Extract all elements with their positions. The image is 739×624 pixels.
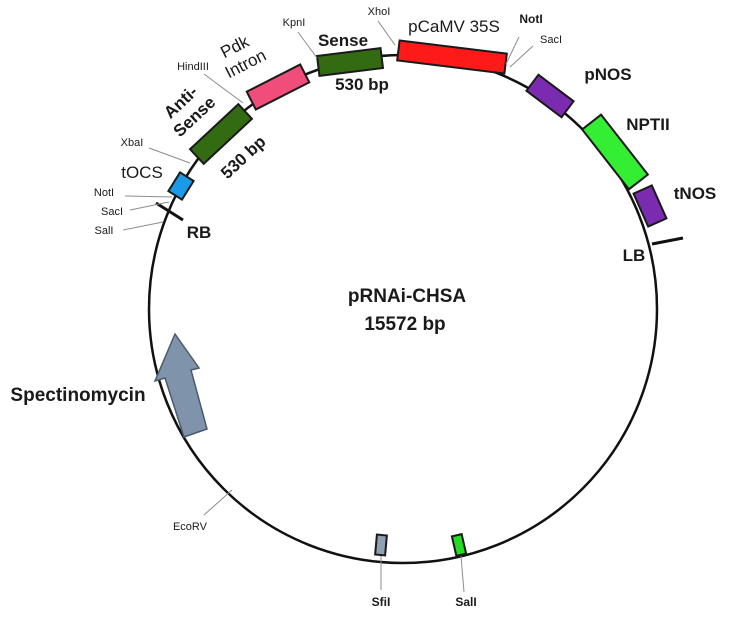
noti-left-label: NotI bbox=[94, 187, 114, 199]
lb-marker bbox=[651, 236, 684, 246]
xhoi-label: XhoI bbox=[368, 6, 391, 18]
hindiii-label: HindIII bbox=[177, 61, 209, 73]
rb-marker bbox=[155, 201, 184, 222]
tocs-label: tOCS bbox=[121, 163, 163, 182]
pcamv35s-box bbox=[396, 39, 508, 75]
tnos-feature bbox=[632, 184, 668, 228]
pdk-intron-feature bbox=[245, 63, 311, 111]
kpni-label: KpnI bbox=[283, 17, 306, 29]
sali-bottom-marker bbox=[450, 532, 468, 558]
plasmid-name: pRNAi-CHSA bbox=[348, 286, 466, 307]
tnos-box bbox=[632, 184, 668, 228]
plasmid-size: 15572 bp bbox=[364, 314, 445, 335]
nptii-feature bbox=[580, 113, 650, 191]
spectinomycin-arrow bbox=[153, 332, 208, 438]
noti-right-label: NotI bbox=[519, 12, 542, 26]
nptii-box bbox=[580, 113, 650, 191]
sense-label: Sense bbox=[318, 31, 368, 50]
sense-feature bbox=[315, 47, 385, 77]
xbai-label: XbaI bbox=[121, 137, 144, 149]
pdk-intron-box bbox=[245, 63, 311, 111]
lb-label: LB bbox=[623, 246, 646, 265]
sfii-marker bbox=[374, 533, 388, 557]
nptii-label: NPTII bbox=[626, 115, 669, 134]
pcamv35s-feature bbox=[396, 39, 508, 75]
sali-left-label: SalI bbox=[95, 225, 114, 237]
sfii-label: SfiI bbox=[372, 595, 391, 609]
tnos-label: tNOS bbox=[674, 184, 717, 203]
sense-size-label: 530 bp bbox=[335, 75, 389, 94]
spectinomycin-label: Spectinomycin bbox=[10, 385, 145, 406]
saci-right-label: SacI bbox=[540, 34, 562, 46]
antisense-box bbox=[188, 102, 254, 166]
pnos-box bbox=[525, 73, 575, 119]
ecorv-label: EcoRV bbox=[173, 521, 208, 533]
tocs-feature bbox=[167, 171, 195, 201]
pnos-label: pNOS bbox=[584, 65, 631, 84]
saci-left-label: SacI bbox=[101, 206, 123, 218]
rb-label: RB bbox=[187, 223, 212, 242]
tocs-box bbox=[167, 171, 195, 201]
sense-box bbox=[315, 47, 385, 77]
pcamv35s-label: pCaMV 35S bbox=[408, 17, 500, 36]
pnos-feature bbox=[525, 73, 575, 119]
antisense-feature bbox=[188, 102, 254, 166]
sali-bottom-label: SalI bbox=[455, 595, 476, 609]
